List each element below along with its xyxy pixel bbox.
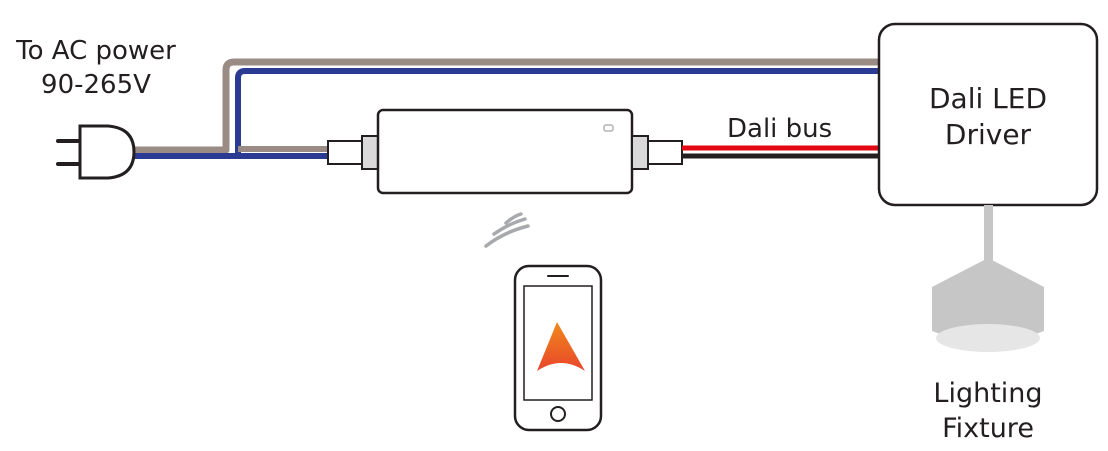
ac-power-label-line2: 90-265V	[41, 70, 151, 100]
fixture-label-line2: Fixture	[942, 413, 1034, 444]
driver-label: Dali LED Driver	[879, 81, 1097, 153]
pendant-lamp-icon	[932, 205, 1044, 352]
app-logo-icon	[537, 322, 585, 371]
fixture-label-line1: Lighting	[933, 378, 1043, 409]
driver-label-line2: Driver	[944, 118, 1032, 151]
dali-bus-label: Dali bus	[727, 114, 833, 144]
driver-label-line1: Dali LED	[928, 82, 1048, 115]
fixture-label: Lighting Fixture	[898, 376, 1078, 446]
ac-power-label-line1: To AC power	[16, 36, 176, 66]
ac-power-label: To AC power 90-265V	[8, 34, 184, 102]
neutral-wire-to-driver	[130, 68, 880, 159]
ac-plug-icon	[56, 124, 136, 180]
dali-controller-icon	[327, 108, 683, 195]
live-wire	[130, 58, 880, 154]
wireless-signal-icon	[484, 212, 530, 248]
